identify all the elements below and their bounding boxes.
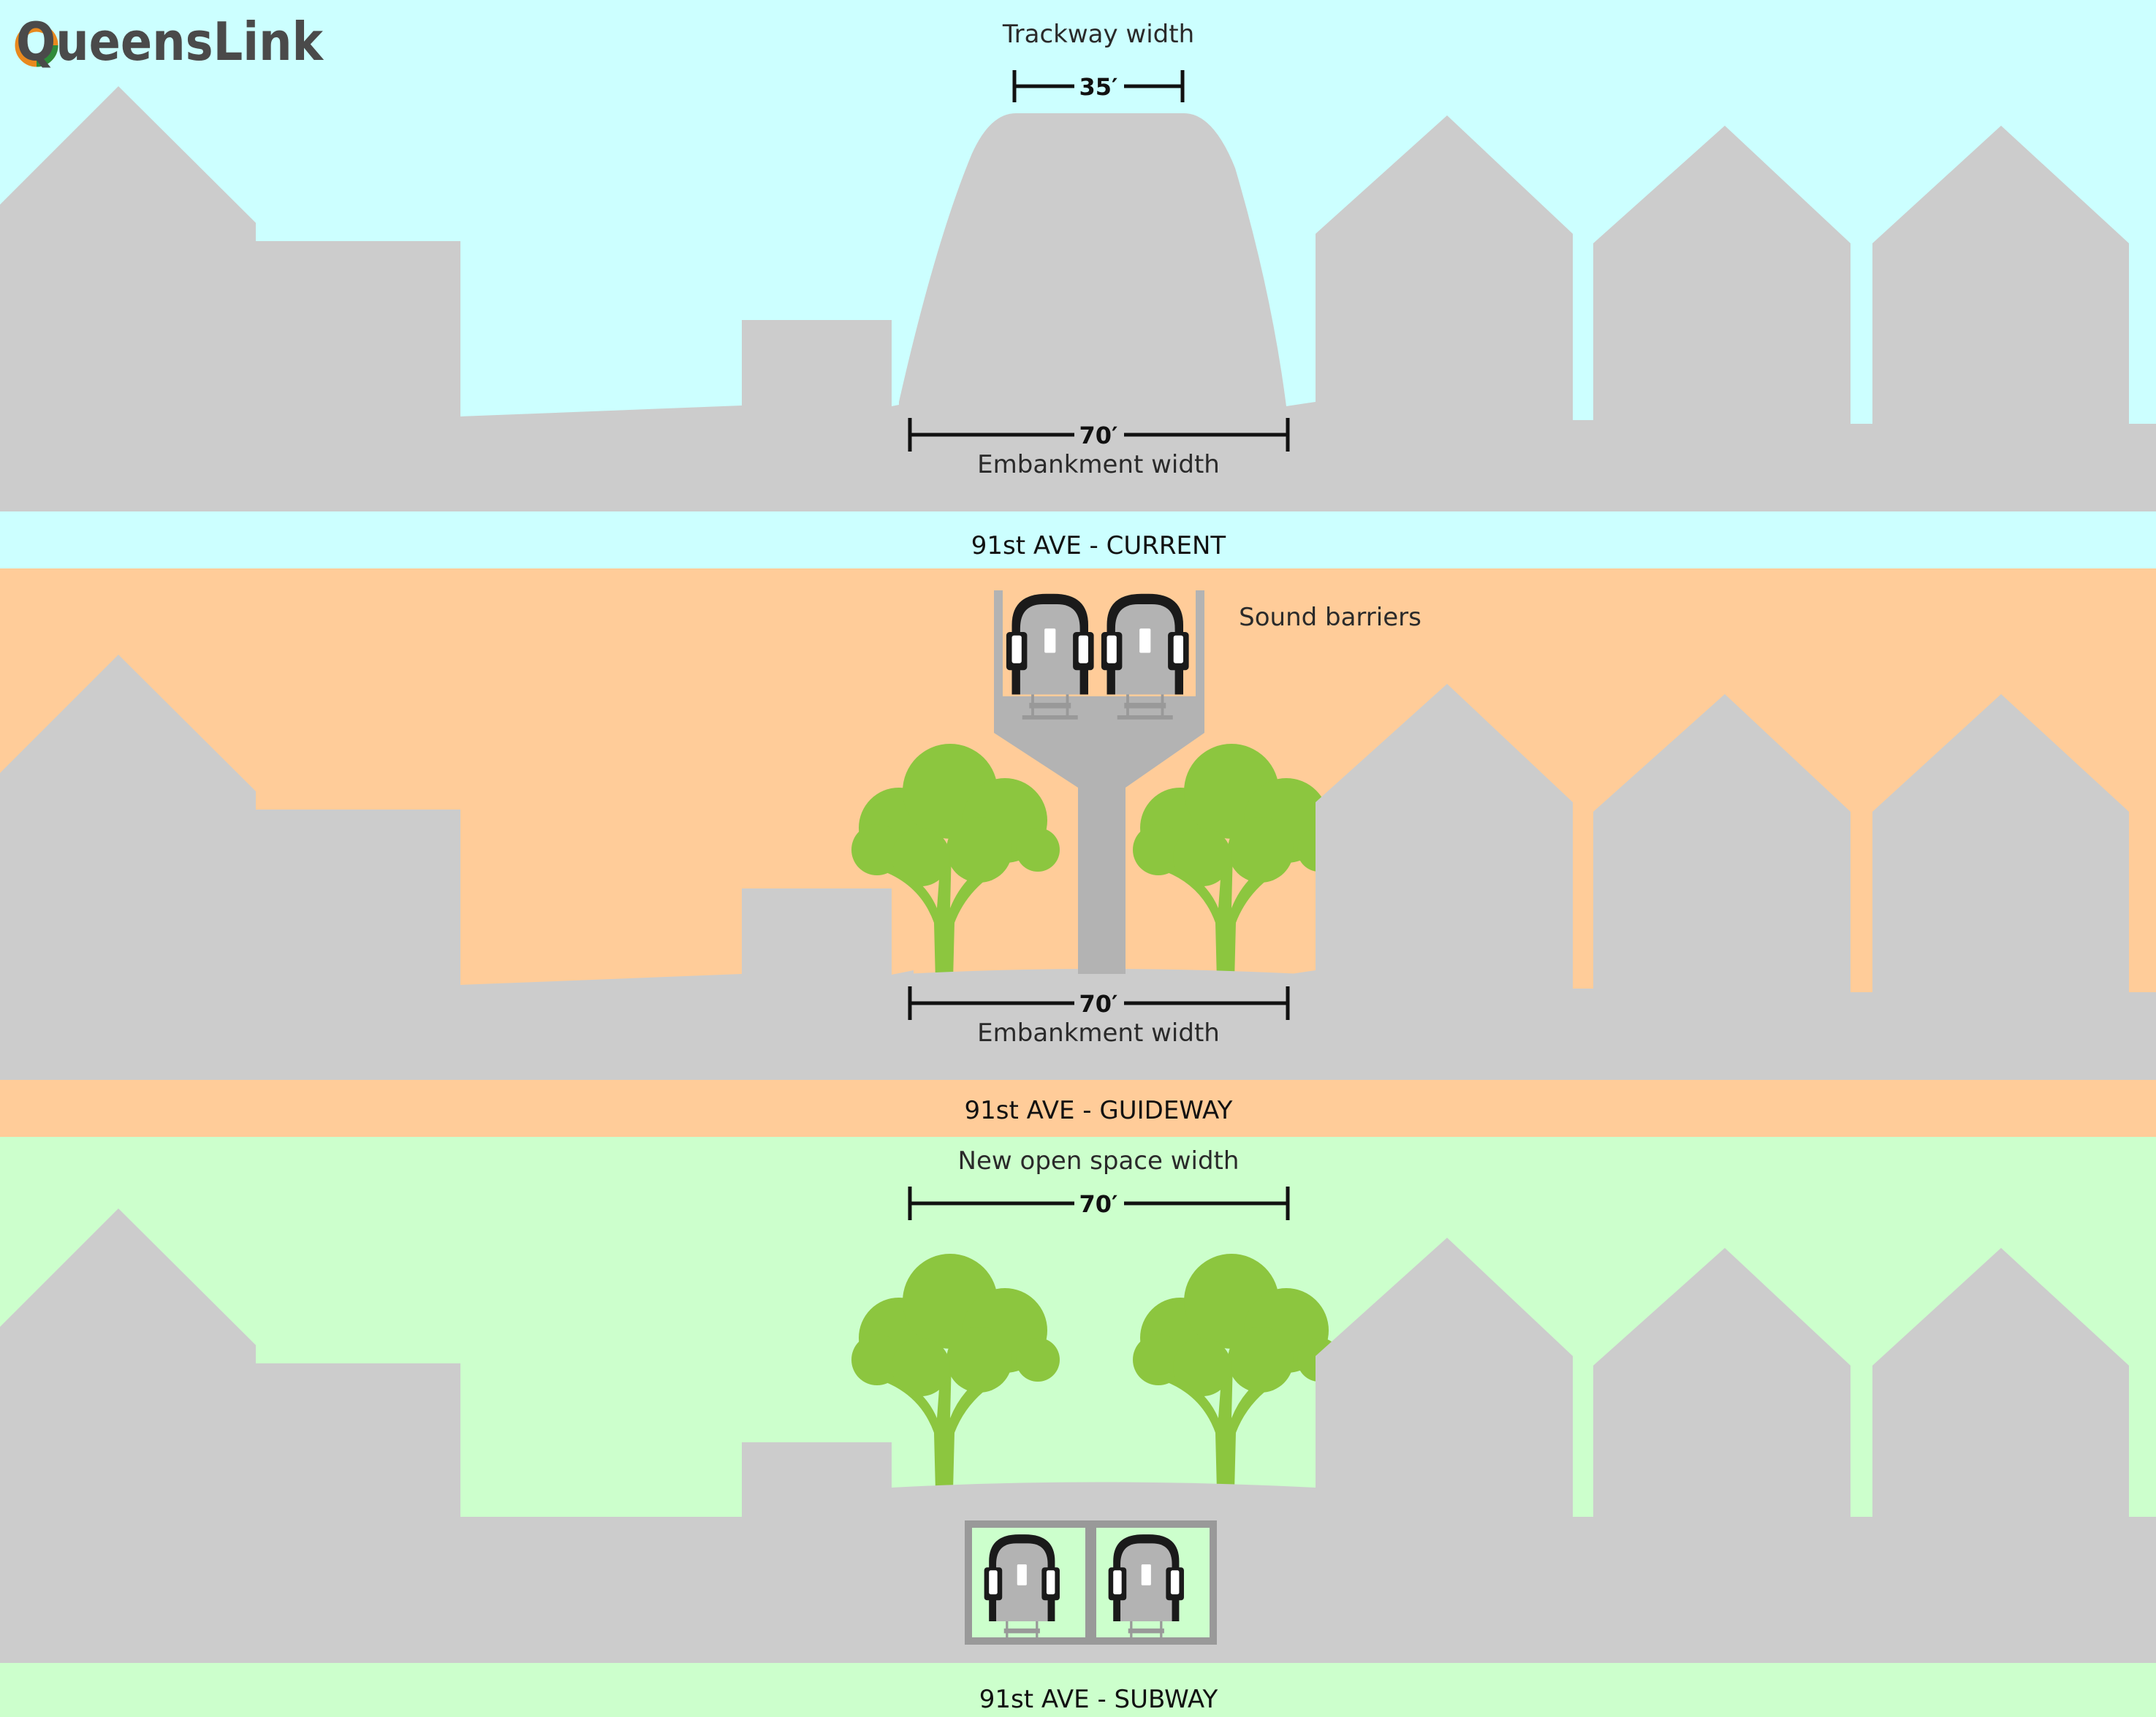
- guideway-skyline: [0, 655, 2156, 1080]
- panel-current: Trackway width 35′ 70′ Embankment width …: [0, 0, 2156, 568]
- current-top-dim-value: 35′: [1079, 73, 1118, 101]
- current-embankment: [899, 113, 1286, 511]
- panel-guideway: Sound barriers 70′ Embankment width 91st…: [0, 568, 2156, 1137]
- guideway-bottom-label: Embankment width: [977, 1019, 1220, 1048]
- guideway-side-label: Sound barriers: [1239, 603, 1421, 632]
- subway-top-label: New open space width: [958, 1146, 1240, 1176]
- guideway-caption-band: [0, 1080, 2156, 1137]
- current-bottom-label: Embankment width: [977, 450, 1220, 479]
- current-caption-band: [0, 511, 2156, 568]
- current-bottom-dim-value: 70′: [1079, 422, 1118, 449]
- current-top-dimension: [1012, 70, 1185, 102]
- subway-caption: 91st AVE - SUBWAY: [979, 1685, 1218, 1714]
- queenslink-logo: QueensLink: [15, 11, 324, 72]
- current-top-label: Trackway width: [1002, 20, 1194, 49]
- subway-top-dim-value: 70′: [1079, 1190, 1118, 1218]
- guideway-bottom-dim-value: 70′: [1079, 990, 1118, 1018]
- guideway-caption: 91st AVE - GUIDEWAY: [965, 1096, 1233, 1125]
- panel-subway: New open space width 70′ 91st AVE - SU: [0, 1137, 2156, 1717]
- logo-text: QueensLink: [16, 11, 324, 72]
- current-bottom-dimension: [908, 418, 1290, 452]
- current-skyline: [0, 86, 2156, 511]
- current-caption: 91st AVE - CURRENT: [971, 531, 1226, 560]
- subway-top-dimension: [908, 1187, 1290, 1220]
- guideway-bottom-dimension: [908, 986, 1290, 1020]
- guideway-structure: [994, 590, 1204, 974]
